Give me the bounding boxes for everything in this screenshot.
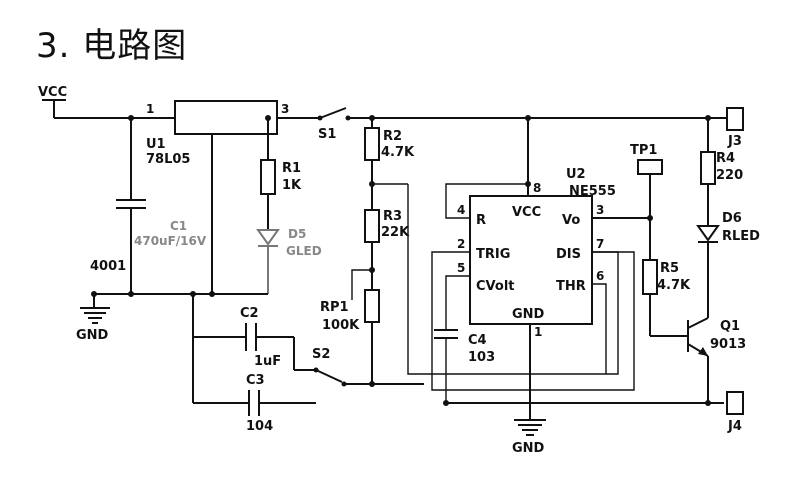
s2-label: S2 — [312, 347, 330, 362]
c2-name-label: C2 — [240, 306, 259, 321]
c1-capacitor — [116, 118, 146, 294]
u1-regulator — [174, 100, 318, 294]
r5-value-label: 4.7K — [657, 278, 691, 293]
u2-name-label: U2 — [566, 167, 586, 182]
vcc-input — [42, 99, 175, 119]
r1-resistor — [260, 118, 276, 230]
s2-switch — [313, 367, 424, 387]
u2-part-label: NE555 — [569, 184, 616, 199]
r3-resistor — [364, 209, 380, 290]
u2-pin6-label: 6 — [596, 269, 604, 283]
j3-connector — [708, 107, 744, 131]
s1-switch — [317, 107, 708, 121]
u1-pin1-label: 1 — [146, 102, 154, 116]
gnd-bottom-label: GND — [512, 441, 545, 456]
ic-vo-label: Vo — [562, 213, 580, 228]
ic-cvolt-label: CVolt — [476, 279, 515, 294]
q1-name-label: Q1 — [720, 319, 740, 334]
c1-name-label: C1 — [170, 219, 187, 233]
u1-part-label: 78L05 — [146, 152, 190, 167]
ic-vcc-label: VCC — [512, 205, 541, 220]
r4-resistor — [700, 118, 716, 226]
u2-pin8-label: 8 — [533, 181, 541, 195]
ic-dis-label: DIS — [556, 247, 581, 262]
rp1-potentiometer — [351, 269, 380, 384]
d6-value-label: RLED — [722, 229, 760, 244]
r3-name-label: R3 — [383, 209, 402, 224]
r4-name-label: R4 — [716, 151, 735, 166]
u2-pin2-label: 2 — [457, 237, 465, 251]
d6-name-label: D6 — [722, 211, 742, 226]
j4-connector — [726, 391, 744, 415]
d5-led — [256, 229, 280, 294]
q1-transistor — [687, 317, 709, 403]
c3-capacitor — [193, 390, 316, 416]
u2-pin5-label: 5 — [457, 261, 465, 275]
j3-label: J3 — [727, 134, 742, 149]
ic-trig-label: TRIG — [476, 247, 510, 262]
u2-ne555 — [407, 118, 650, 436]
ic-thr-label: THR — [556, 279, 586, 294]
u2-pin7-label: 7 — [596, 237, 604, 251]
page-title: 3. 电路图 — [36, 26, 188, 66]
vcc-label: VCC — [38, 85, 67, 100]
r4-value-label: 220 — [716, 168, 743, 183]
d5-name-label: D5 — [288, 227, 306, 241]
c4-name-label: C4 — [468, 333, 487, 348]
diode-4001-label: 4001 — [90, 259, 126, 274]
d5-value-label: GLED — [286, 244, 322, 258]
c2-capacitor — [192, 294, 314, 403]
r5-name-label: R5 — [660, 261, 679, 276]
r1-name-label: R1 — [282, 161, 301, 176]
u2-pin1-label: 1 — [534, 325, 542, 339]
d6-led — [696, 225, 720, 318]
junction-dots — [91, 115, 711, 406]
tp1-testpoint — [637, 159, 663, 260]
r3-value-label: 22K — [381, 225, 410, 240]
u1-name-label: U1 — [146, 137, 166, 152]
gnd-left-label: GND — [76, 328, 109, 343]
r2-value-label: 4.7K — [381, 145, 415, 160]
c3-name-label: C3 — [246, 373, 265, 388]
u2-pin3-label: 3 — [596, 203, 604, 217]
rp1-value-label: 100K — [322, 318, 360, 333]
s1-label: S1 — [318, 127, 336, 142]
u2-pin4-label: 4 — [457, 203, 465, 217]
r1-value-label: 1K — [282, 178, 302, 193]
ic-r-label: R — [476, 213, 486, 228]
u1-pin3-label: 3 — [281, 102, 289, 116]
ic-gnd-label: GND — [512, 307, 545, 322]
j4-label: J4 — [727, 419, 742, 434]
r5-resistor — [642, 259, 688, 337]
tp1-label: TP1 — [630, 143, 657, 158]
r2-name-label: R2 — [383, 129, 402, 144]
c2-value-label: 1uF — [254, 354, 281, 369]
c4-value-label: 103 — [468, 350, 495, 365]
rp1-name-label: RP1 — [320, 300, 349, 315]
c3-value-label: 104 — [246, 419, 273, 434]
c1-value-label: 470uF/16V — [134, 234, 207, 248]
q1-value-label: 9013 — [710, 337, 746, 352]
